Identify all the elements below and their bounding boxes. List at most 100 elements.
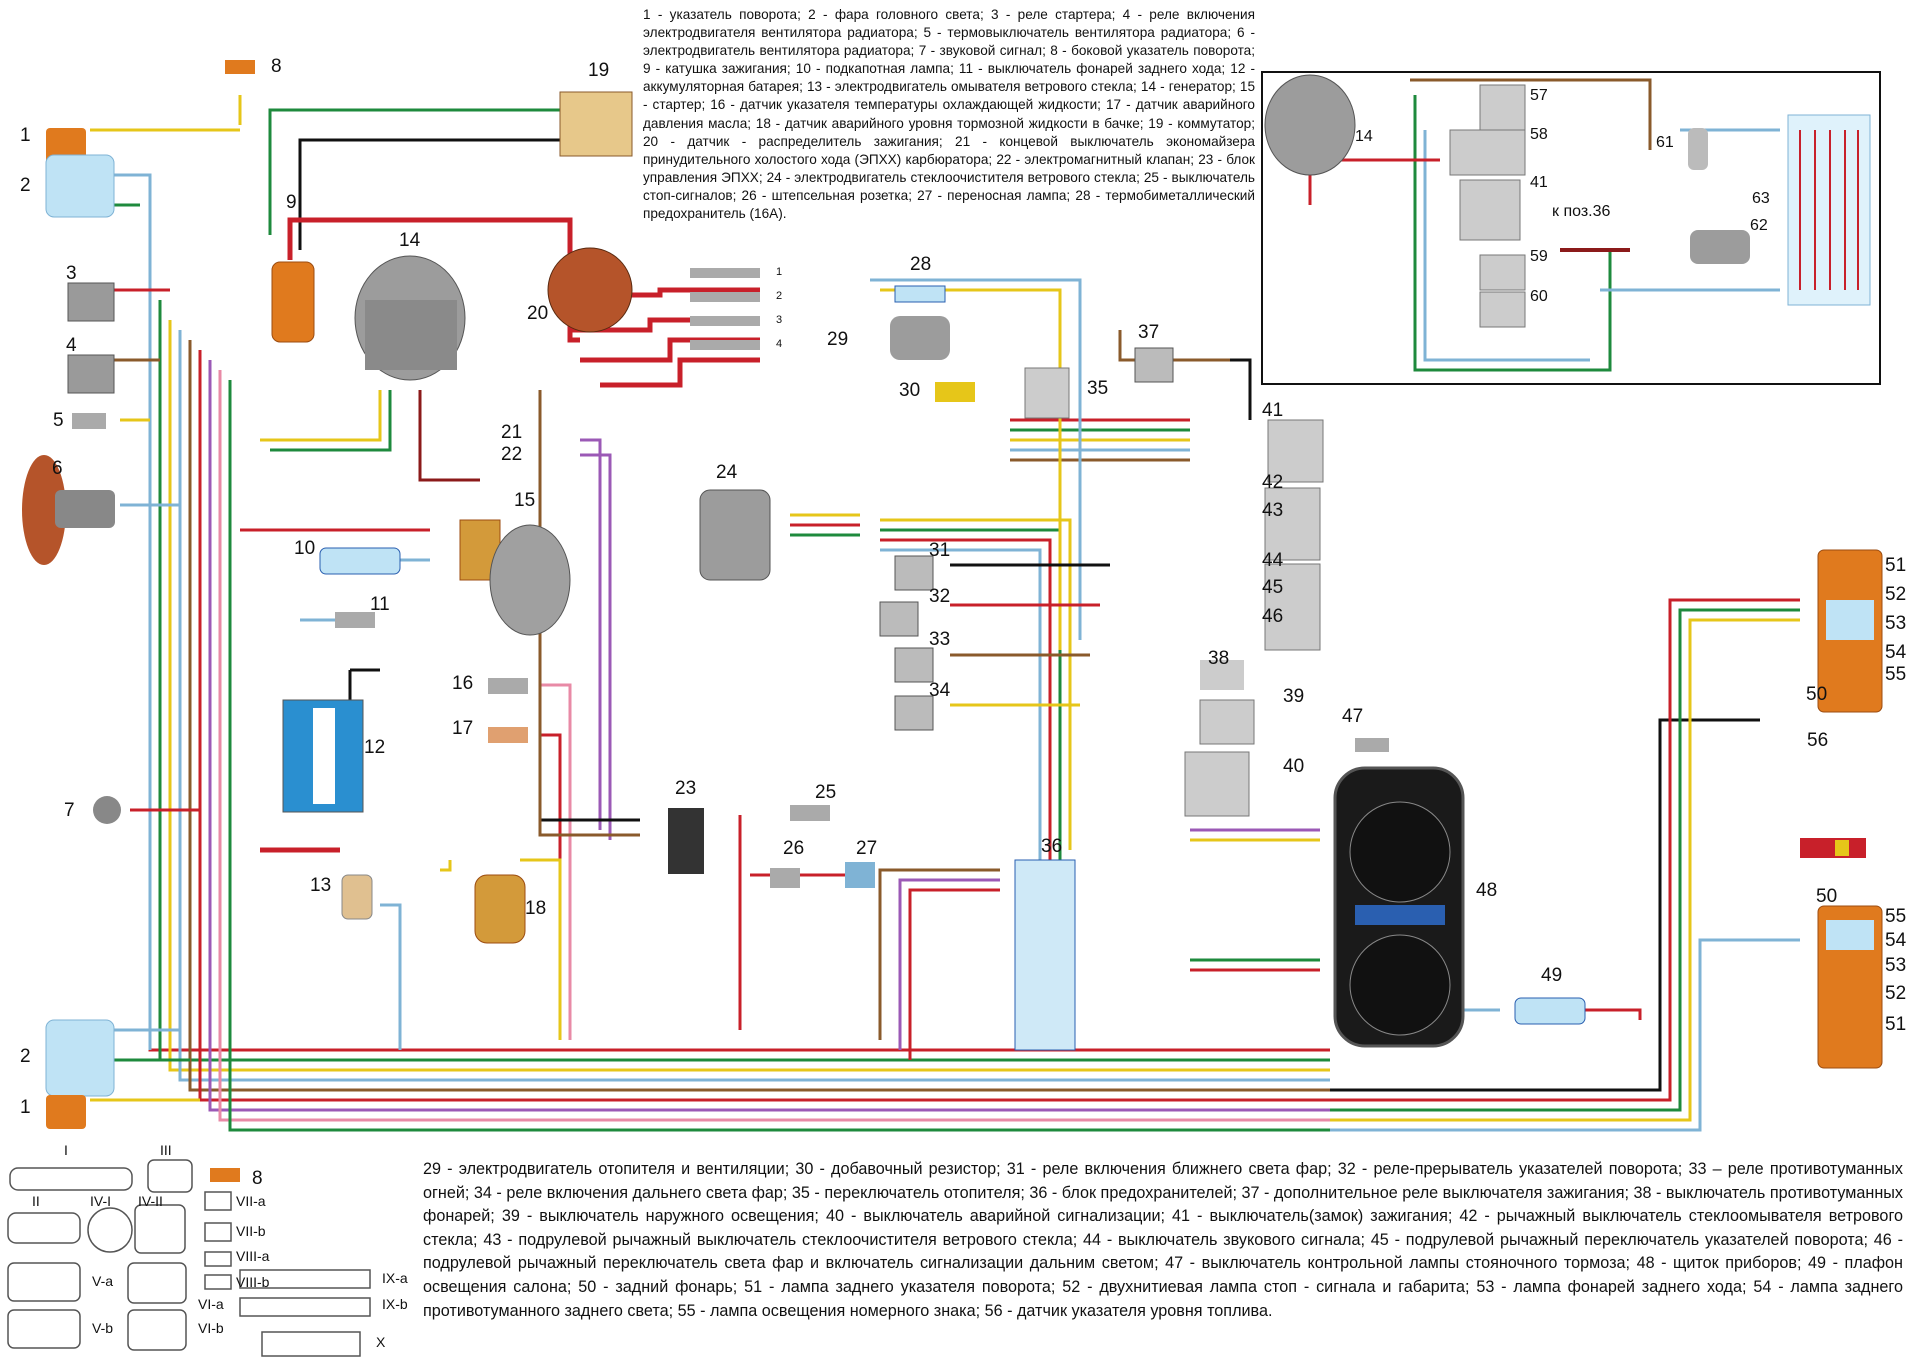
conn-label-VII-a: VII-a (236, 1193, 266, 1209)
conn-label-VII-b: VII-b (236, 1223, 266, 1239)
label-39: 39 (1283, 686, 1305, 707)
label-53-bottom: 53 (1885, 955, 1907, 976)
plug-terminal-3: 3 (776, 314, 783, 326)
label-42: 42 (1262, 472, 1284, 493)
underhood-lamp (319, 547, 401, 575)
inset-label-62: 62 (1750, 217, 1768, 234)
label-15: 15 (514, 490, 536, 511)
stop-switch (790, 805, 830, 821)
label-26: 26 (783, 838, 805, 859)
label-51-bottom: 51 (1885, 1014, 1907, 1035)
label-53-top: 53 (1885, 613, 1907, 634)
label-25: 25 (815, 782, 837, 803)
label-1: 1 (20, 125, 31, 146)
label-8: 8 (271, 56, 282, 77)
label-8-bottom: 8 (252, 1168, 263, 1189)
label-50-bottom: 50 (1816, 886, 1838, 907)
fan-relay (67, 354, 115, 394)
label-32: 32 (929, 586, 951, 607)
inset-relay-57 (1479, 84, 1526, 131)
label-49: 49 (1541, 965, 1563, 986)
label-33: 33 (929, 629, 951, 650)
label-35: 35 (1087, 378, 1109, 399)
label-31: 31 (929, 540, 951, 561)
inset-relay-59 (1479, 254, 1526, 291)
label-52-bottom: 52 (1885, 983, 1907, 1004)
label-50-top: 50 (1806, 684, 1828, 705)
rear-lamp-bottom (1817, 905, 1883, 1069)
inset-label-61: 61 (1656, 134, 1674, 151)
label-7: 7 (64, 800, 75, 821)
portable-lamp (845, 862, 875, 888)
conn-label-IX-b: IX-b (382, 1296, 408, 1312)
label-44: 44 (1262, 550, 1284, 571)
label-51-top: 51 (1885, 555, 1907, 576)
conn-label-II: II (32, 1193, 40, 1209)
label-19: 19 (588, 60, 610, 81)
high-beam-relay (894, 695, 934, 731)
fuel-level-sensor (1800, 838, 1866, 858)
label-54-bottom: 54 (1885, 930, 1907, 951)
conn-label-I: I (64, 1142, 68, 1158)
inset-label-63: 63 (1752, 190, 1770, 207)
label-47: 47 (1342, 706, 1364, 727)
label-36: 36 (1041, 836, 1063, 857)
inset-label-58: 58 (1530, 126, 1548, 143)
label-3: 3 (66, 263, 77, 284)
label-28: 28 (910, 254, 932, 275)
label-43: 43 (1262, 500, 1284, 521)
label-4: 4 (66, 335, 77, 356)
label-12: 12 (364, 737, 386, 758)
inset-label-57: 57 (1530, 87, 1548, 104)
plug-terminal-1: 1 (776, 266, 783, 278)
conn-label-III: III (160, 1142, 172, 1158)
distributor (547, 247, 633, 333)
label-23: 23 (675, 778, 697, 799)
inset-relay-60 (1479, 291, 1526, 328)
label-27: 27 (856, 838, 878, 859)
label-45: 45 (1262, 577, 1284, 598)
instrument-cluster (1333, 766, 1465, 1048)
commutator (559, 91, 633, 157)
ignition-coil (271, 261, 315, 343)
headlamp-left (45, 154, 115, 218)
inset-generator (1264, 74, 1356, 176)
fuse-block (1014, 859, 1076, 1051)
label-2: 2 (20, 175, 31, 196)
label-2-bottom: 2 (20, 1046, 31, 1067)
starter (459, 519, 571, 636)
low-beam-relay (894, 555, 934, 591)
fog-relay (894, 647, 934, 683)
inset-label-59: 59 (1530, 248, 1548, 265)
inset-relay-58 (1449, 129, 1526, 176)
spark-plugs (690, 268, 760, 350)
inset-ignition-41 (1459, 179, 1521, 241)
washer-motor (341, 874, 373, 920)
fog-switch (1200, 660, 1244, 690)
heater-resistor (935, 382, 975, 402)
label-41: 41 (1262, 400, 1284, 421)
label-10: 10 (294, 538, 316, 559)
inset-label-41: 41 (1530, 174, 1548, 191)
label-11: 11 (370, 594, 390, 615)
thermo-fuse (894, 285, 946, 303)
inset-rear-window-heater-63 (1787, 114, 1871, 306)
ignition-extra-relay (1134, 347, 1174, 383)
label-14: 14 (399, 230, 421, 251)
oil-pressure-sensor (488, 727, 528, 743)
label-29: 29 (827, 329, 849, 350)
heater-motor (890, 316, 950, 360)
inset-rear-wiper-62 (1690, 230, 1750, 264)
inset-note: к поз.36 (1552, 203, 1611, 220)
inset-label-60: 60 (1530, 288, 1548, 305)
conn-label-X: X (376, 1334, 386, 1350)
label-18: 18 (525, 898, 547, 919)
label-1-bottom: 1 (20, 1097, 31, 1118)
thermo-switch (72, 413, 106, 429)
label-46: 46 (1262, 606, 1284, 627)
handbrake-switch (1355, 738, 1389, 752)
label-55-top: 55 (1885, 664, 1907, 685)
conn-label-VI-a: VI-a (198, 1296, 224, 1312)
flasher-relay (879, 601, 919, 637)
